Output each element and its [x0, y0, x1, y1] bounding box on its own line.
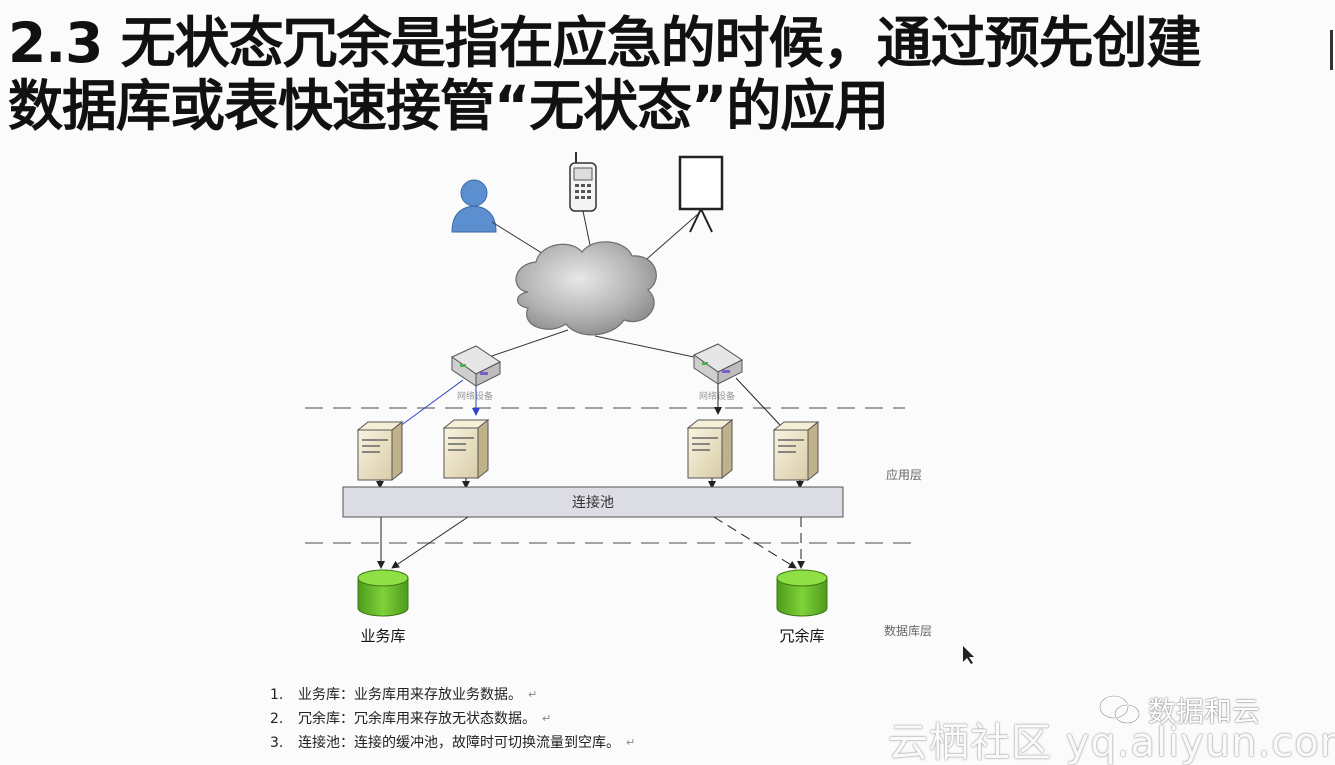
mobile-phone-icon	[569, 152, 597, 212]
watermark-brand: 数据和云	[1098, 690, 1260, 730]
paragraph-mark: ↵	[626, 736, 636, 749]
redundant-db-label: 冗余库	[779, 627, 824, 645]
connection-pool-label: 连接池	[572, 494, 614, 511]
app-server-4	[772, 420, 820, 482]
note-item-2: 2. 冗余库：冗余库用来存放无状态数据。 ↵	[270, 707, 635, 731]
edge-artifact	[1330, 30, 1333, 70]
paragraph-mark: ↵	[542, 712, 552, 725]
app-server-1	[356, 420, 404, 482]
slide-title-line-1: 2.3 无状态冗余是指在应急的时候，通过预先创建	[8, 11, 1202, 75]
app-server-2	[442, 418, 490, 480]
cloud-links	[485, 329, 709, 361]
watermark-brand-text: 数据和云	[1148, 695, 1261, 728]
notes-list: 1. 业务库：业务库用来存放业务数据。 ↵ 2. 冗余库：冗余库用来存放无状态数…	[270, 683, 635, 755]
note-number: 3.	[270, 735, 284, 751]
note-text: 连接池：连接的缓冲池，故障时可切换流量到空库。	[298, 735, 620, 751]
network-device-right	[693, 343, 743, 385]
business-db-label: 业务库	[360, 627, 405, 645]
network-device-left	[451, 345, 501, 387]
display-screen-icon	[678, 155, 724, 233]
user-icon	[451, 179, 497, 233]
app-server-3	[686, 418, 734, 480]
app-layer-label: 应用层	[886, 467, 922, 482]
note-number: 2.	[270, 711, 284, 727]
network-cloud-icon	[515, 241, 657, 336]
note-item-1: 1. 业务库：业务库用来存放业务数据。 ↵	[270, 683, 635, 707]
note-text: 冗余库：冗余库用来存放无状态数据。	[298, 711, 536, 727]
pool-to-db-links	[377, 516, 805, 569]
slide-title-line-2: 数据库或表快速接管“无状态”的应用	[8, 74, 889, 138]
client-links	[491, 210, 699, 266]
business-db-icon	[357, 569, 409, 617]
network-device-label-left: 网络设备	[457, 390, 493, 402]
note-text: 业务库：业务库用来存放业务数据。	[298, 687, 522, 703]
connection-pool-box	[342, 486, 844, 518]
note-item-3: 3. 连接池：连接的缓冲池，故障时可切换流量到空库。 ↵	[270, 731, 635, 755]
paragraph-mark: ↵	[528, 688, 538, 701]
network-device-label-right: 网络设备	[699, 390, 735, 402]
wechat-icon	[1098, 694, 1141, 725]
db-layer-label: 数据库层	[884, 623, 932, 638]
mouse-cursor-icon	[963, 646, 974, 664]
note-number: 1.	[270, 687, 284, 703]
redundant-db-icon	[776, 569, 828, 617]
watermark-site-text: 云栖社区 yq.aliyun.com	[888, 720, 1335, 765]
